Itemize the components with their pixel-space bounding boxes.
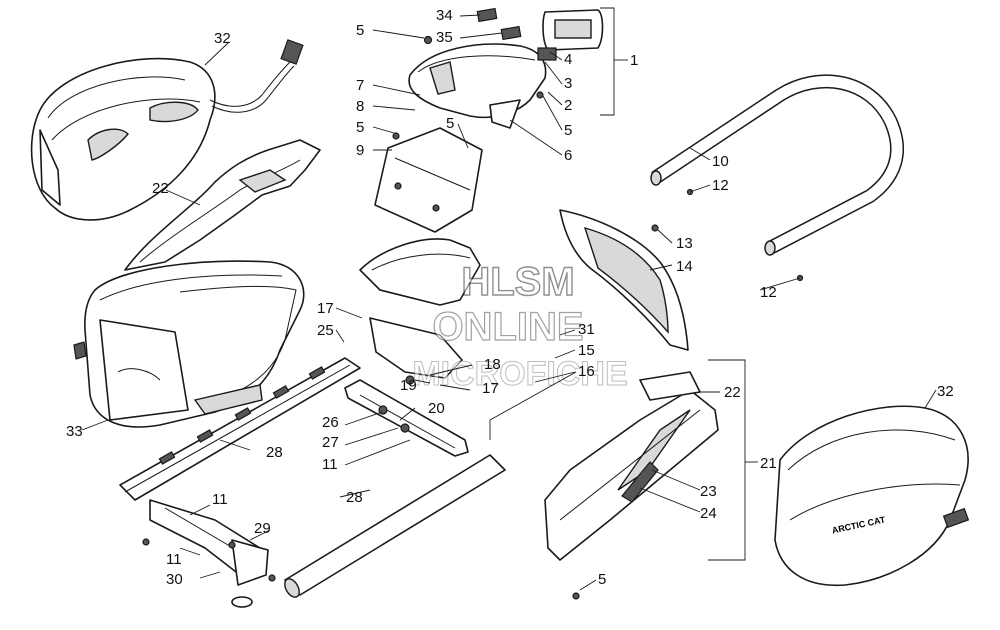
callout-5-top: 5 [356,22,364,39]
leader-lines [81,7,937,591]
watermark-line-3: MICROFICHE [412,355,627,393]
part-22-side-panel-left [124,139,321,271]
callout-35: 35 [436,29,453,46]
callout-5-right: 5 [564,122,572,139]
part-9-bracket [374,127,483,233]
part-20-bracket [344,379,469,457]
callout-28-lower: 28 [346,489,363,506]
callout-17-left: 17 [317,300,334,317]
part-28-mounting-rail-upper [119,357,361,501]
part-30-lower-bracket [142,499,276,608]
callout-12-lower: 12 [760,284,777,301]
callout-26: 26 [322,414,339,431]
callout-5-bottom: 5 [598,571,606,588]
callout-1: 1 [630,52,638,69]
callout-12-upper: 12 [712,177,729,194]
callout-11-bottom-b: 11 [166,551,182,568]
callout-4: 4 [564,51,572,68]
callout-27: 27 [322,434,339,451]
callout-20: 20 [428,400,445,417]
watermark-line-1: HLSM [461,260,574,304]
callout-6: 6 [564,147,572,164]
callout-25: 25 [317,322,334,339]
callout-34: 34 [436,7,453,24]
callout-9: 9 [356,142,364,159]
callout-13: 13 [676,235,693,252]
callout-labels: 32 22 33 28 28 11 29 11 30 26 27 11 19 2… [66,7,954,588]
part-10-grab-bar [650,74,905,282]
callout-11-bottom-a: 11 [212,491,228,508]
part-32-storage-bag-right: ARCTIC CAT [774,405,970,587]
part-center-tray [359,238,481,385]
callout-17-right: 17 [482,380,499,397]
callout-24: 24 [700,505,717,522]
callout-11-mid: 11 [322,456,338,473]
part-21-right-panel-assembly [544,371,719,600]
watermark: HLSM ONLINE MICROFICHE [412,259,628,393]
callout-32-left: 32 [214,30,231,47]
callout-30: 30 [166,571,183,588]
callout-8: 8 [356,98,364,115]
callout-7: 7 [356,77,364,94]
callout-5-mid: 5 [446,115,454,132]
part-28-tube-lower [284,454,506,598]
callout-3: 3 [564,75,572,92]
callout-19: 19 [400,377,417,394]
callout-28-upper: 28 [266,444,283,461]
callout-14: 14 [676,258,693,275]
callout-2: 2 [564,97,572,114]
part-33-storage-box-left [73,260,305,428]
part-14-side-panel [559,209,689,351]
callout-23: 23 [700,483,717,500]
callout-33: 33 [66,423,83,440]
callout-10: 10 [712,153,729,170]
callout-5-mid-left: 5 [356,119,364,136]
watermark-line-2: ONLINE [432,305,583,349]
callout-31: 31 [578,321,595,338]
part-1-taillight-assembly [408,7,604,129]
callout-22-right: 22 [724,384,741,401]
callout-32-right: 32 [937,383,954,400]
callout-15: 15 [578,342,595,359]
callout-21: 21 [760,455,777,472]
part-32-storage-bag-left [30,39,304,221]
callout-22-left: 22 [152,180,169,197]
callout-18: 18 [484,356,501,373]
callout-16: 16 [578,363,595,380]
callout-29: 29 [254,520,271,537]
